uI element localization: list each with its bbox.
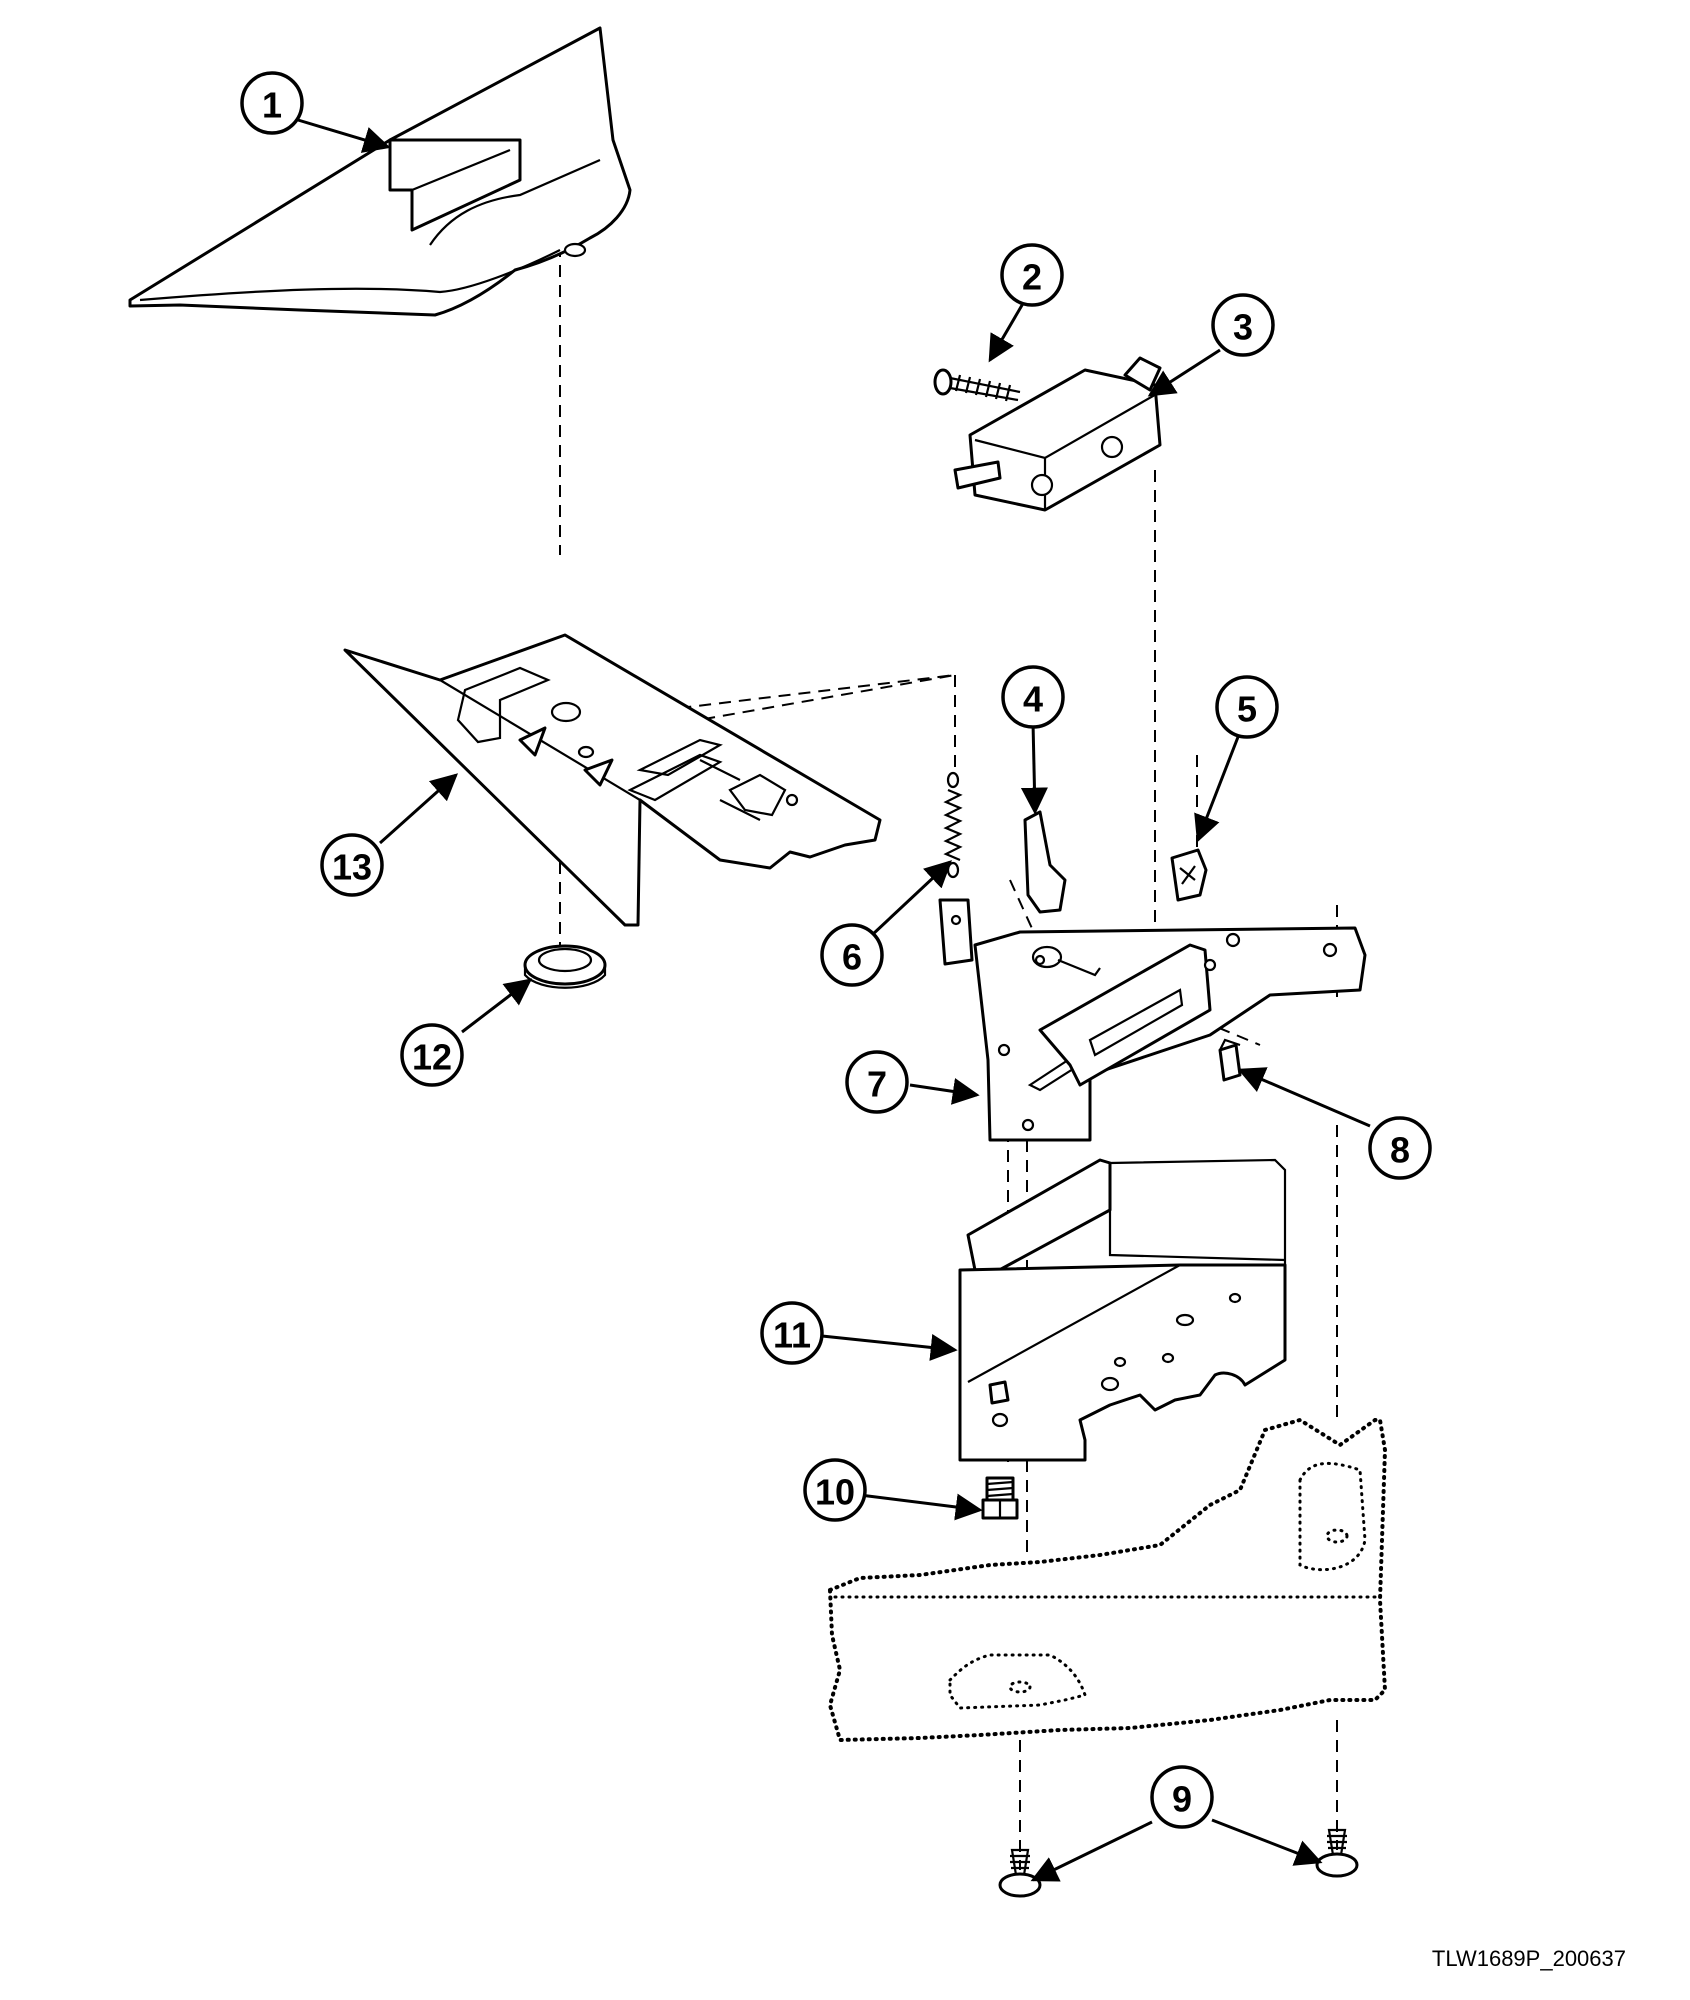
callout-13: 13	[320, 833, 384, 897]
callout-5: 5	[1215, 675, 1279, 739]
callout-12-label: 12	[412, 1037, 452, 1078]
part-agitator-cover	[128, 26, 632, 317]
callout-6: 6	[820, 923, 884, 987]
part-shield	[343, 633, 882, 927]
callout-5-label: 5	[1237, 689, 1257, 730]
part-screw	[933, 368, 1021, 402]
part-actuator-clip	[1023, 810, 1067, 914]
part-switch-bracket	[973, 926, 1367, 1142]
callout-2-label: 2	[1022, 257, 1042, 298]
callout-7: 7	[845, 1050, 909, 1114]
drawing-code: TLW1689P_200637	[1431, 1946, 1626, 1971]
part-screws	[998, 1828, 1359, 1898]
callout-8-label: 8	[1390, 1130, 1410, 1171]
callout-3: 3	[1211, 293, 1275, 357]
part-bolt	[981, 1476, 1019, 1520]
callout-2: 2	[1000, 243, 1064, 307]
callout-6-label: 6	[842, 937, 862, 978]
callout-7-label: 7	[867, 1064, 887, 1105]
part-grommet	[523, 944, 607, 989]
callout-12: 12	[400, 1023, 464, 1087]
callout-13-label: 13	[332, 847, 372, 888]
callout-8: 8	[1368, 1116, 1432, 1180]
callout-3-label: 3	[1233, 307, 1253, 348]
callout-11: 11	[760, 1301, 824, 1365]
part-clip	[1218, 1038, 1242, 1082]
callout-4-label: 4	[1023, 679, 1043, 720]
callout-9: 9	[1150, 1765, 1214, 1829]
leader-lines	[297, 118, 1371, 1882]
part-lid-switch	[953, 356, 1162, 512]
callout-10: 10	[803, 1458, 867, 1522]
cabinet-outline	[827, 1417, 1388, 1743]
callout-10-label: 10	[815, 1472, 855, 1513]
callout-1-label: 1	[262, 85, 282, 126]
callout-9-label: 9	[1172, 1779, 1192, 1820]
part-mounting-bracket	[958, 1158, 1287, 1462]
callout-11-label: 11	[773, 1315, 811, 1356]
part-speed-nut	[1170, 848, 1208, 902]
callout-4: 4	[1001, 665, 1065, 729]
callout-1: 1	[240, 71, 304, 135]
